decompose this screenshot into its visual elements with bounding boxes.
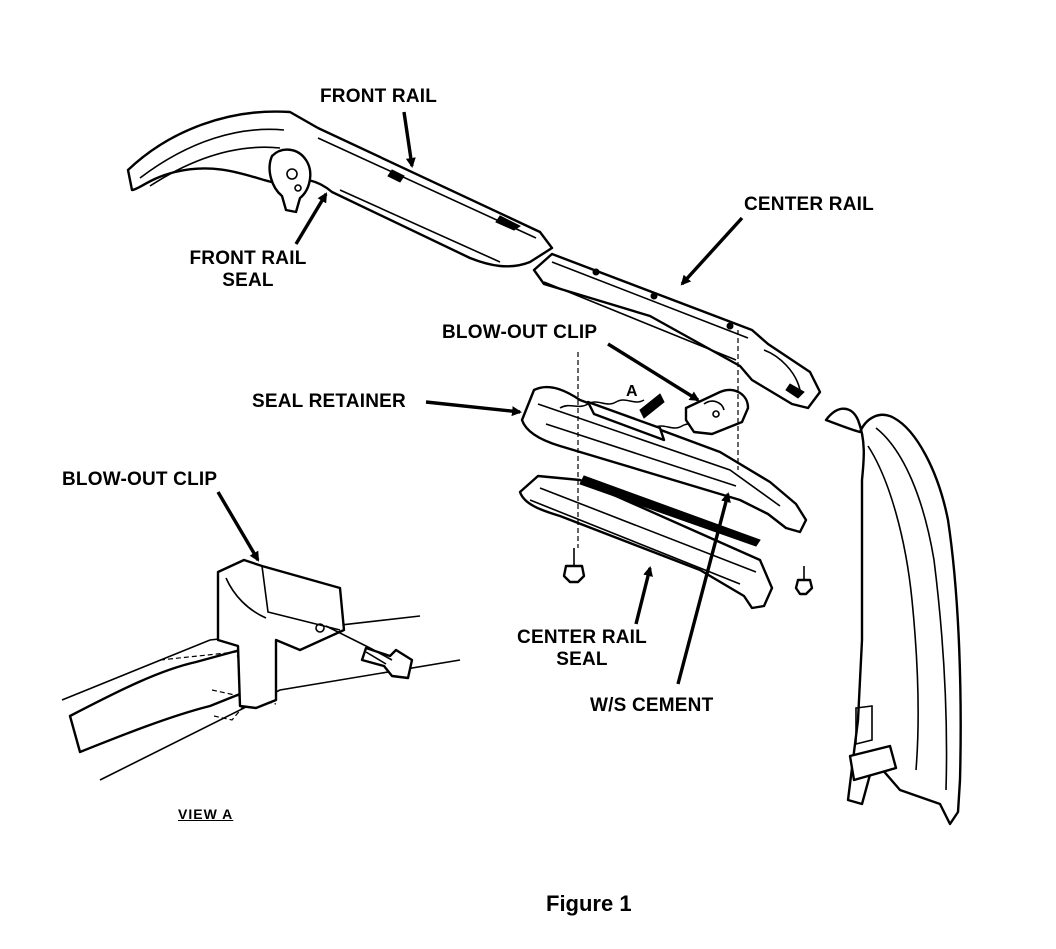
label-center-rail-seal-line2: SEAL <box>556 649 608 670</box>
leader-front-rail-seal <box>294 192 328 245</box>
leader-center-rail-seal <box>634 566 653 625</box>
label-inset-blow-out-clip: BLOW-OUT CLIP <box>62 469 218 490</box>
view-a-inset <box>61 558 461 781</box>
screw-left <box>562 548 586 584</box>
blow-out-clip-part <box>684 388 750 436</box>
leader-seal-retainer <box>425 400 522 417</box>
label-center-rail-seal-line1: CENTER RAIL <box>517 627 647 648</box>
leader-ws-cement <box>676 492 731 685</box>
window-frame-part <box>824 407 962 826</box>
front-rail-part <box>126 110 554 268</box>
label-center-rail: CENTER RAIL <box>744 194 874 215</box>
center-rail-part <box>532 252 822 410</box>
label-blow-out-clip: BLOW-OUT CLIP <box>442 322 598 343</box>
seal-retainer-part <box>520 385 808 534</box>
screw-right <box>794 566 814 596</box>
leader-lines <box>216 111 744 685</box>
front-rail-seal-part <box>268 148 312 214</box>
leader-blow-out-clip <box>607 342 700 402</box>
label-front-rail: FRONT RAIL <box>320 86 438 107</box>
label-front-rail-seal-line2: SEAL <box>222 270 274 291</box>
figure-caption: Figure 1 <box>546 891 632 916</box>
label-view-a-marker: A <box>626 383 638 400</box>
label-seal-retainer: SEAL RETAINER <box>252 391 406 412</box>
label-view-a: VIEW A <box>178 806 234 822</box>
label-center-rail-seal: CENTER RAIL SEAL <box>502 627 662 671</box>
label-ws-cement: W/S CEMENT <box>590 695 714 716</box>
leader-front-rail <box>402 111 416 168</box>
view-a-arrow <box>639 393 665 419</box>
leader-center-rail <box>680 216 744 286</box>
center-rail-seal-part <box>518 474 774 610</box>
leader-inset-clip <box>216 491 260 562</box>
label-front-rail-seal: FRONT RAIL SEAL <box>178 248 318 292</box>
label-front-rail-seal-line1: FRONT RAIL <box>189 248 307 269</box>
